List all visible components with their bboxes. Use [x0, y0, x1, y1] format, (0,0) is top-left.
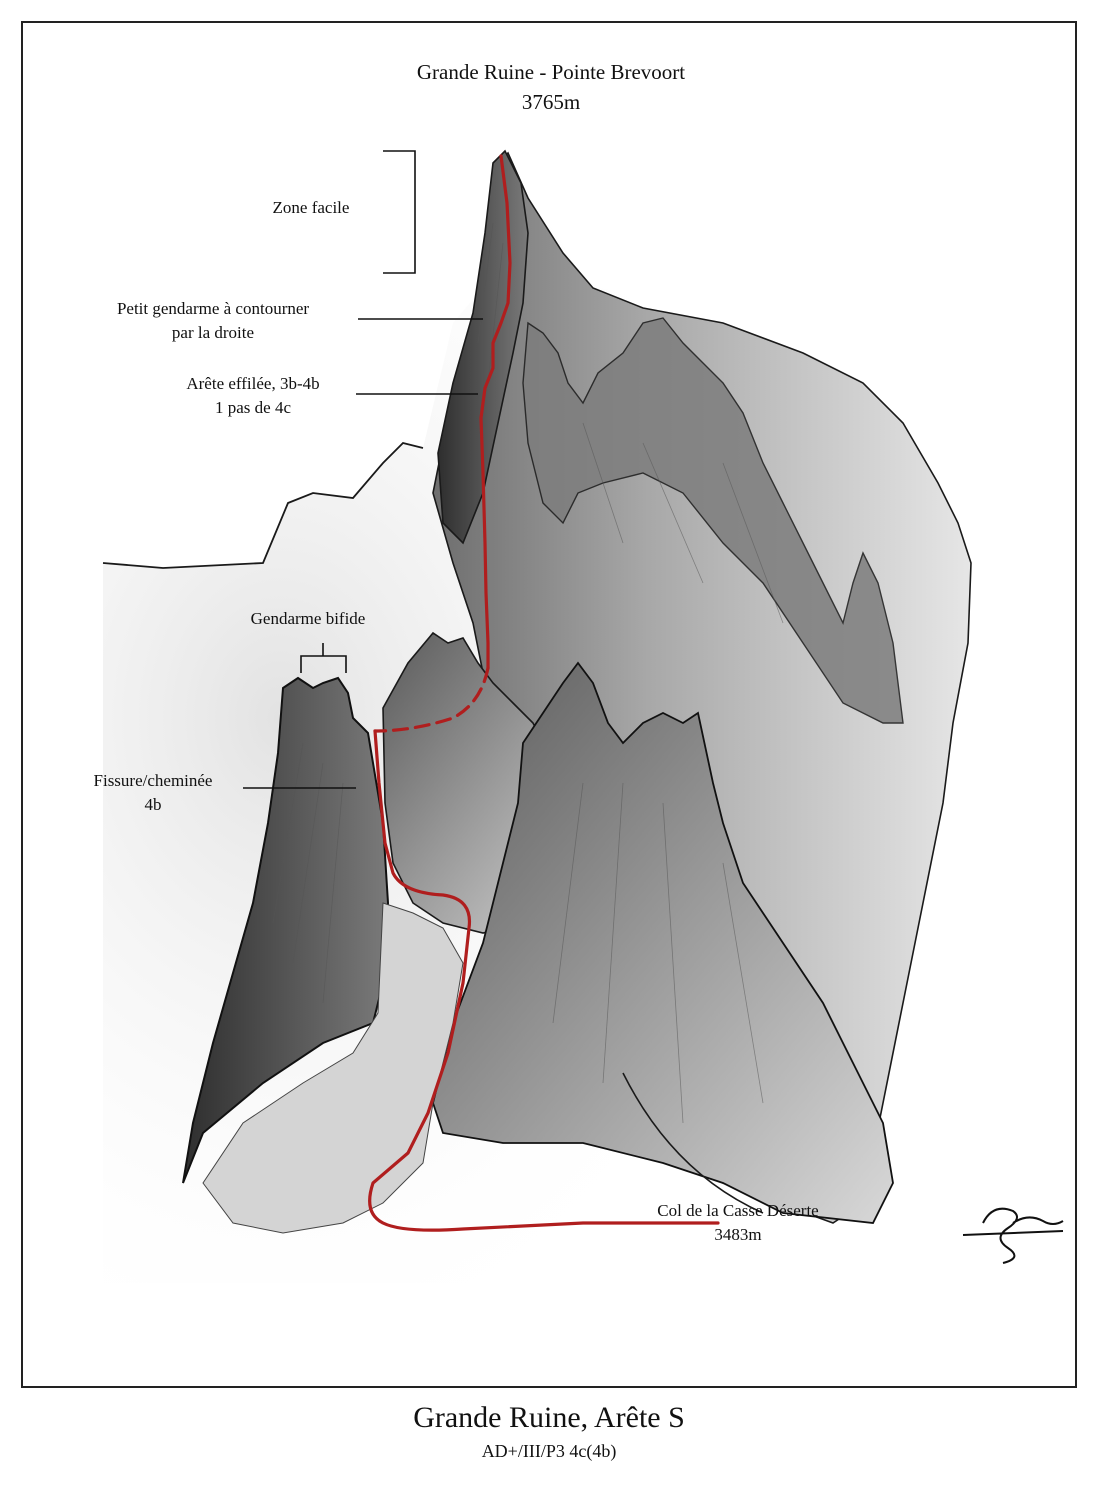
fissure-line2: 4b [144, 795, 162, 814]
arete-effilee-line1: Arête effilée, 3b-4b [186, 374, 320, 393]
zone-facile-bracket [383, 150, 416, 274]
route-upper [479, 154, 512, 670]
route-dashed-traverse [373, 666, 490, 733]
petit-gendarme-label: Petit gendarme à contourner par la droit… [78, 297, 348, 345]
zone-facile-label: Zone facile [272, 198, 350, 217]
col-label: Col de la Casse Déserte 3483m [613, 1199, 863, 1247]
summit-name: Grande Ruine - Pointe Brevoort [416, 60, 686, 84]
route-fissure [368, 729, 720, 1232]
fissure-line1: Fissure/cheminée [93, 771, 213, 790]
arete-effilee-label: Arête effilée, 3b-4b 1 pas de 4c [153, 372, 353, 420]
gendarme-bifide-bracket [300, 643, 347, 673]
arete-effilee-line2: 1 pas de 4c [214, 398, 291, 417]
summit-title: Grande Ruine - Pointe Brevoort 3765m [23, 57, 1075, 117]
topo-frame: Grande Ruine - Pointe Brevoort 3765m Zon… [21, 21, 1077, 1388]
col-name: Col de la Casse Déserte [657, 1201, 819, 1220]
climbing-route [368, 154, 720, 1232]
background-ridge-outline [102, 442, 424, 569]
lower-scree [202, 902, 464, 1234]
shading-strokes [272, 222, 784, 1124]
gendarme-bifide-label: Gendarme bifide [250, 609, 366, 628]
fissure-label: Fissure/cheminée 4b [63, 769, 243, 817]
label-leaders [243, 150, 483, 789]
route-title: Grande Ruine, Arête S [413, 1401, 685, 1434]
petit-gendarme-line1: Petit gendarme à contourner [116, 299, 310, 318]
artist-signature [962, 1207, 1064, 1264]
summit-altitude: 3765m [521, 90, 581, 114]
col-altitude: 3483m [714, 1225, 762, 1244]
right-foreground-tower [432, 661, 894, 1224]
col-ridge [622, 1072, 764, 1214]
route-grade: AD+/III/P3 4c(4b) [481, 1441, 617, 1461]
mountain-drawing [102, 149, 988, 1283]
petit-gendarme-line2: par la droite [171, 323, 255, 342]
